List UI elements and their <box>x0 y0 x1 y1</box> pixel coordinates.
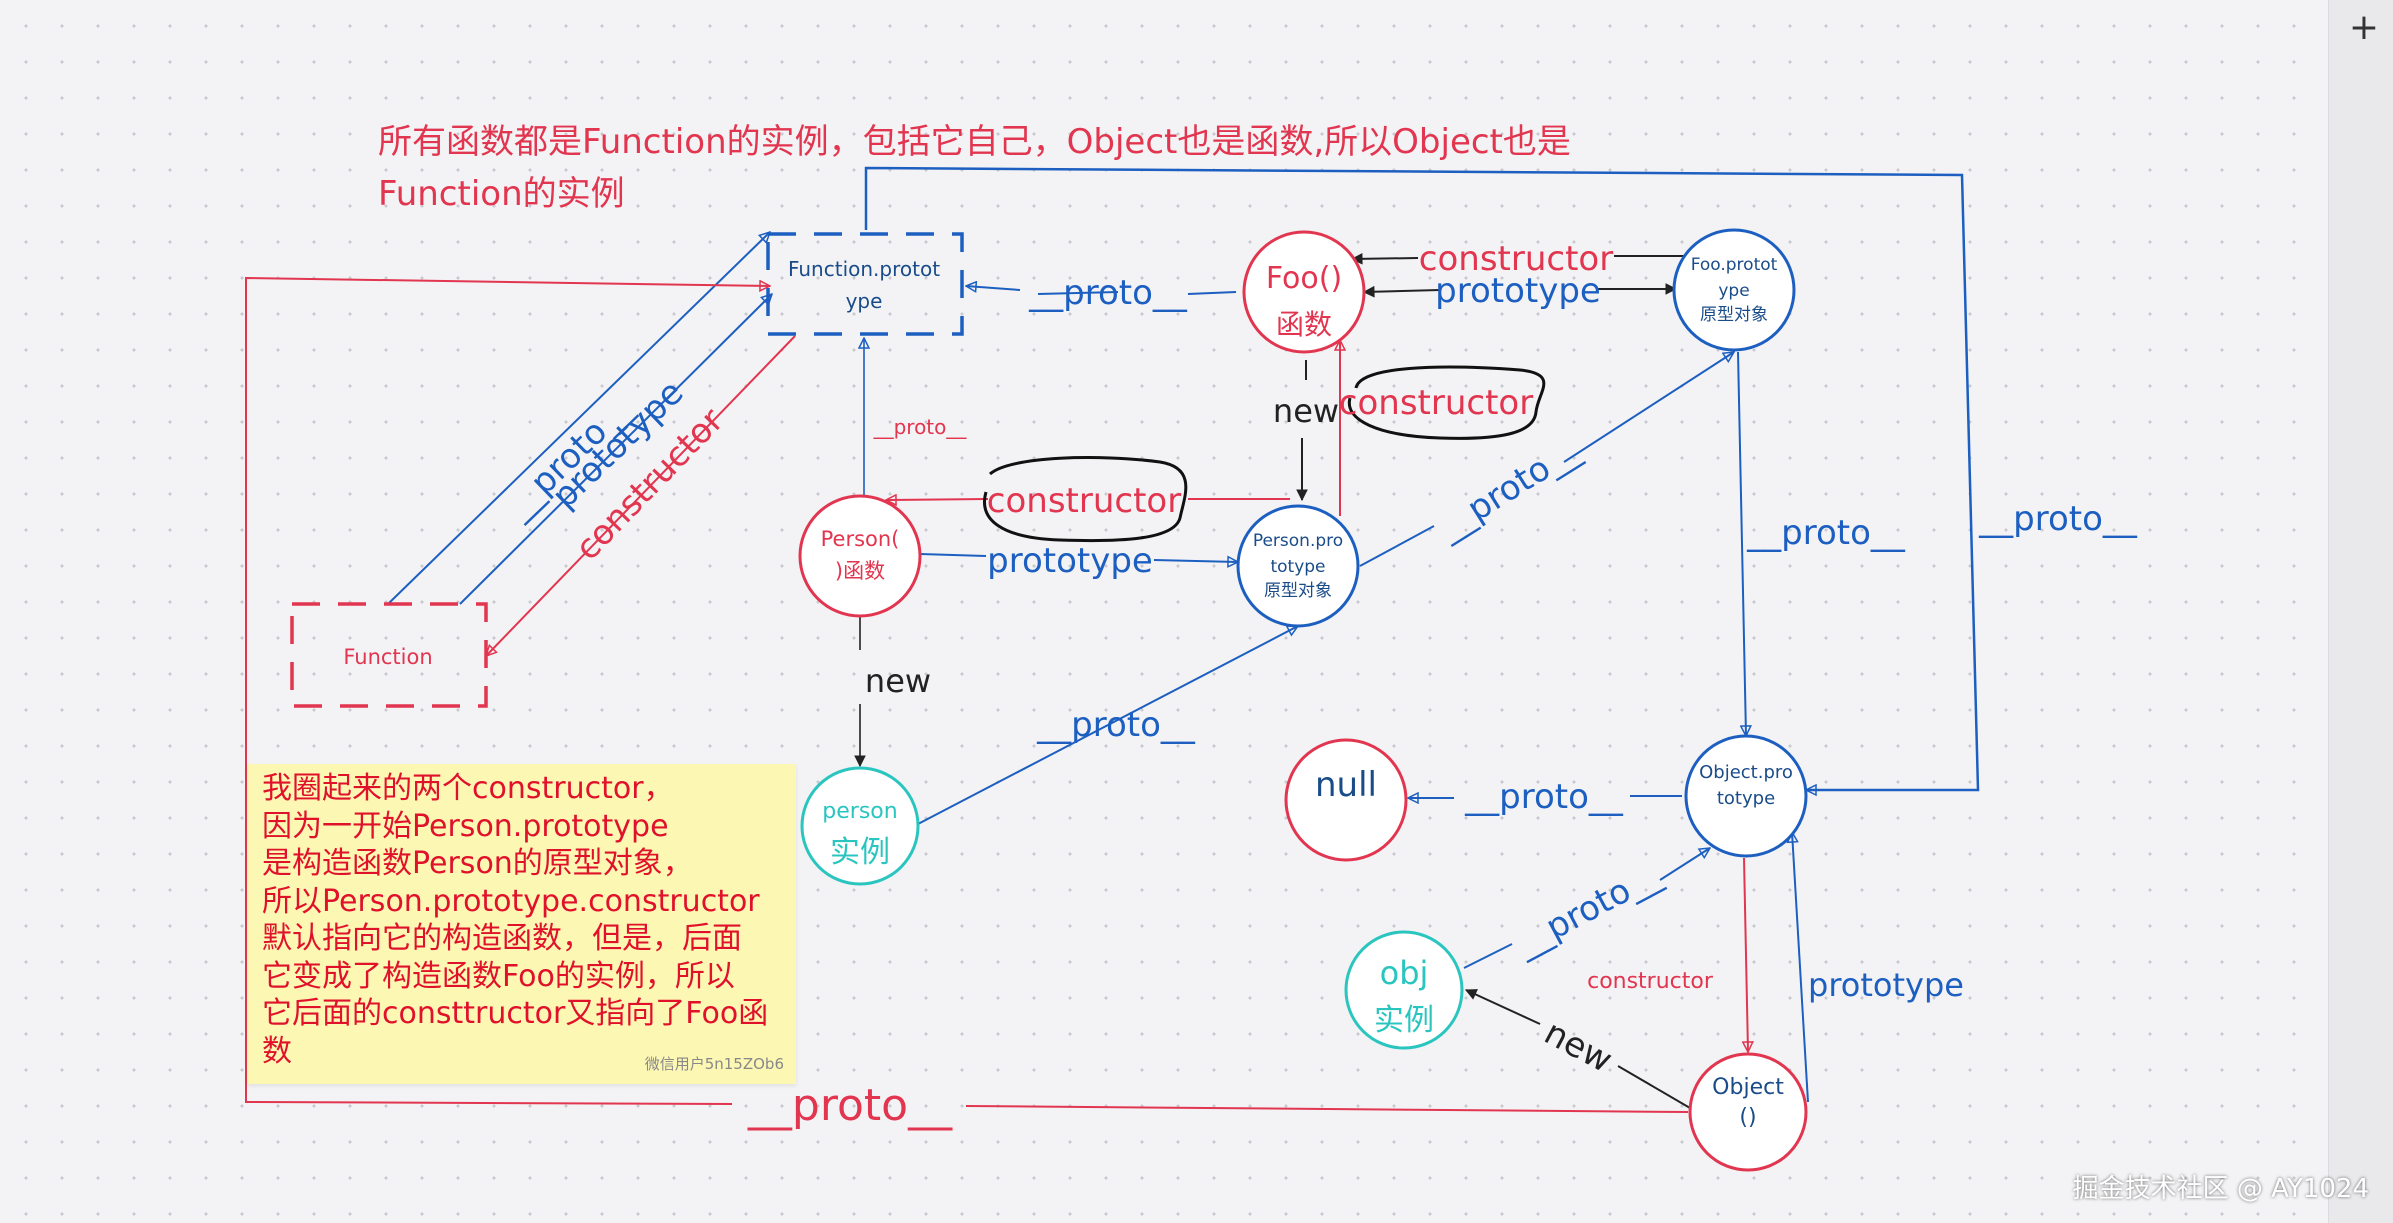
edge-obj-proto-b <box>1659 848 1710 881</box>
label-foop-proto: __proto__ <box>1746 513 1906 553</box>
circle-mark-foo-constructor <box>1347 365 1546 440</box>
node-foo-prototype-line1: Foo.protot <box>1691 255 1778 275</box>
node-foo-prototype-line2: ype <box>1718 281 1749 301</box>
right-toolbar: + <box>2328 0 2393 1223</box>
edge-instance-proto <box>917 625 1298 825</box>
node-person-prototype-line2: totype <box>1270 557 1325 577</box>
note-line: 我圈起来的两个constructor， <box>262 771 674 806</box>
node-obj[interactable] <box>1344 930 1464 1050</box>
edge-function-proto <box>387 232 770 605</box>
node-foo[interactable] <box>1242 230 1366 354</box>
node-obj-line1: obj <box>1380 954 1429 992</box>
edge-person-prototype-b <box>1153 560 1238 562</box>
edge-personproto-constructor-b <box>886 499 989 500</box>
edge-fooproto-constructor-b <box>1352 258 1419 259</box>
note-line: 是构造函数Person的原型对象， <box>262 846 693 881</box>
node-person-prototype-line3: 原型对象 <box>1264 581 1332 601</box>
label-obj-new: new <box>1538 1013 1619 1081</box>
label-obj-constructor: constructor <box>1587 969 1714 994</box>
node-object-prototype-line1: Object.pro <box>1699 762 1793 783</box>
node-object-line1: Object <box>1712 1075 1784 1100</box>
note-line: 默认指向它的构造函数，但是，后面 <box>262 921 742 956</box>
edge-person-prototype-a <box>919 553 987 557</box>
sticky-note[interactable]: 我圈起来的两个constructor， 因为一开始Person.prototyp… <box>248 764 796 1084</box>
node-foo-line2: 函数 <box>1276 308 1332 341</box>
node-obj-line2: 实例 <box>1374 1003 1434 1038</box>
node-function-prototype[interactable] <box>766 232 964 336</box>
edge-obj-prototype <box>1792 832 1809 1103</box>
edge-pp-proto-b <box>1563 352 1734 463</box>
note-line: 所以Person.prototype.constructor <box>262 883 760 919</box>
node-null-label: null <box>1315 765 1377 805</box>
node-function-prototype-line2: ype <box>846 289 883 313</box>
edge-right-proto <box>864 166 1980 790</box>
edge-obj-new-b <box>1466 989 1541 1025</box>
label-person-small-proto: __proto__ <box>873 415 968 439</box>
node-function-label: Function <box>343 645 432 669</box>
label-person-circled-constructor: constructor <box>987 481 1181 521</box>
node-person-instance-line1: person <box>822 799 897 824</box>
label-person-new: new <box>865 662 931 700</box>
edge-obj-proto-a <box>1463 943 1513 969</box>
node-person-instance-line2: 实例 <box>830 835 890 870</box>
node-object-prototype[interactable] <box>1684 734 1808 858</box>
label-obj-prototype: prototype <box>1808 966 1964 1004</box>
node-person-line2: )函数 <box>835 559 885 583</box>
node-person-prototype-line1: Person.pro <box>1253 531 1343 551</box>
label-person-prototype: prototype <box>987 541 1153 581</box>
edge-pp-proto-a <box>1359 525 1435 567</box>
edge-foo-prototype-a <box>1364 290 1441 292</box>
edge-foo-proto-c <box>966 286 1021 290</box>
label-foo-proto: __proto__ <box>1028 273 1188 313</box>
heading-text: 所有函数都是Function的实例，包括它自己，Object也是函数,所以Obj… <box>378 116 1571 220</box>
node-foo-prototype-line3: 原型对象 <box>1700 305 1768 325</box>
edge-bottom-proto-b <box>245 276 770 1105</box>
label-instance-proto: __proto__ <box>1036 705 1196 745</box>
node-person-line1: Person( <box>821 527 900 551</box>
label-null-proto: __proto__ <box>1464 777 1624 817</box>
label-foo-prototype: prototype <box>1435 271 1601 311</box>
label-foo-circled-constructor: constructor <box>1339 383 1533 423</box>
edge-foo-proto-b <box>1187 291 1237 295</box>
note-author: 微信用户5n15ZOb6 <box>644 1055 784 1073</box>
edge-foo-proto-a <box>1037 291 1119 295</box>
node-person-prototype[interactable] <box>1236 504 1360 628</box>
note-line: 数 <box>262 1033 292 1069</box>
node-null[interactable] <box>1284 738 1408 862</box>
edge-function-constructor <box>486 335 796 656</box>
label-foo-constructor: constructor <box>1419 239 1613 279</box>
note-line: 因为一开始Person.prototype <box>262 808 669 844</box>
label-pp-proto: __proto__ <box>1431 430 1588 549</box>
node-person[interactable] <box>798 494 922 618</box>
label-obj-proto: __proto__ <box>1509 854 1669 964</box>
add-icon[interactable]: + <box>2348 7 2379 48</box>
label-foo-new: new <box>1273 392 1339 430</box>
edge-bottom-proto-a <box>965 1105 1689 1113</box>
edge-obj-constructor <box>1744 857 1748 1052</box>
note-line: 它变成了构造函数Foo的实例，所以 <box>262 958 735 994</box>
heading-line-2: Function的实例 <box>378 174 625 214</box>
node-object-line2: () <box>1739 1105 1756 1130</box>
label-bottom-proto: __proto__ <box>747 1080 953 1131</box>
node-foo-line1: Foo() <box>1266 261 1342 296</box>
node-person-instance[interactable] <box>800 766 920 886</box>
edge-function-prototype <box>459 294 772 605</box>
circle-mark-person-constructor <box>983 456 1188 543</box>
edge-foop-proto <box>1737 351 1746 736</box>
heading-line-1: 所有函数都是Function的实例，包括它自己，Object也是函数,所以Obj… <box>378 122 1571 162</box>
node-object[interactable] <box>1688 1052 1808 1172</box>
node-function-prototype-line1: Function.protot <box>788 257 940 281</box>
edge-obj-new-a <box>1617 1065 1691 1109</box>
note-line: 它后面的consttructor又指向了Foo函 <box>262 996 769 1031</box>
node-foo-prototype[interactable] <box>1672 228 1796 352</box>
label-right-proto: __proto__ <box>1978 499 2138 539</box>
node-object-prototype-line2: totype <box>1717 788 1775 809</box>
watermark: 掘金技术社区 @ AY1024 <box>2072 1174 2369 1204</box>
node-function[interactable] <box>290 602 488 708</box>
